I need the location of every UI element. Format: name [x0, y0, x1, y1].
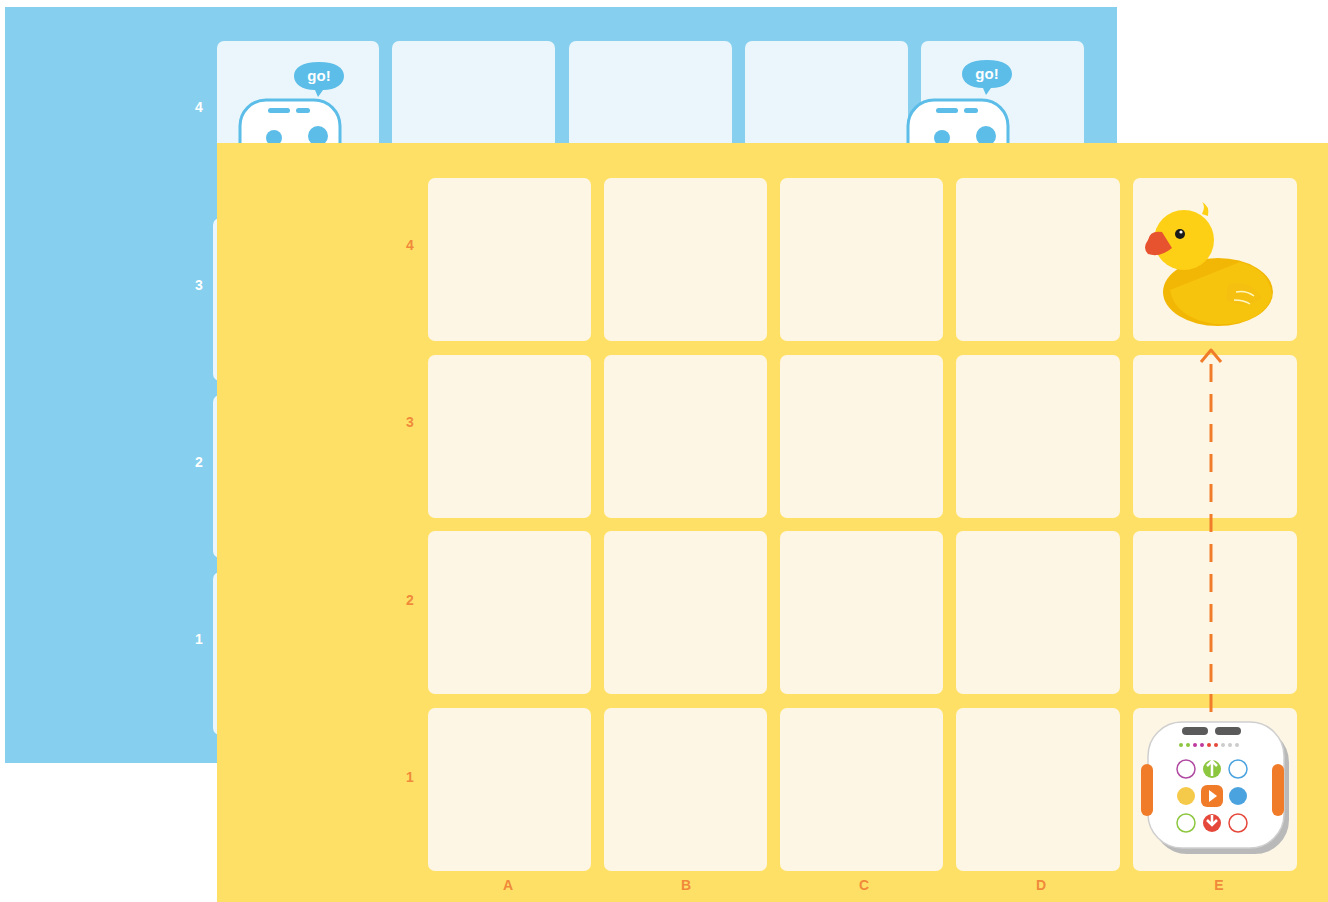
column-letter: B: [681, 877, 691, 893]
duck: [1145, 202, 1273, 326]
row-number: 2: [195, 454, 203, 470]
column-letter: A: [503, 877, 513, 893]
speech-bubble: go!: [960, 58, 1014, 96]
row-number: 4: [406, 237, 414, 253]
yellow-cells: [428, 178, 1297, 871]
column-letter: D: [1036, 877, 1046, 893]
robot-face-details: [266, 108, 996, 146]
row-number: 3: [406, 414, 414, 430]
robot: [1141, 722, 1289, 854]
row-number: 2: [406, 592, 414, 608]
yellow-mat: [217, 143, 1328, 902]
bubble-text: go!: [292, 60, 346, 90]
row-number: 1: [195, 631, 203, 647]
column-letter: E: [1214, 877, 1223, 893]
row-number: 1: [406, 769, 414, 785]
path-arrow: [1201, 350, 1221, 712]
bubble-text: go!: [960, 58, 1014, 88]
speech-bubble: go!: [292, 60, 346, 98]
column-letter: C: [859, 877, 869, 893]
row-number: 4: [195, 99, 203, 115]
row-number: 3: [195, 277, 203, 293]
